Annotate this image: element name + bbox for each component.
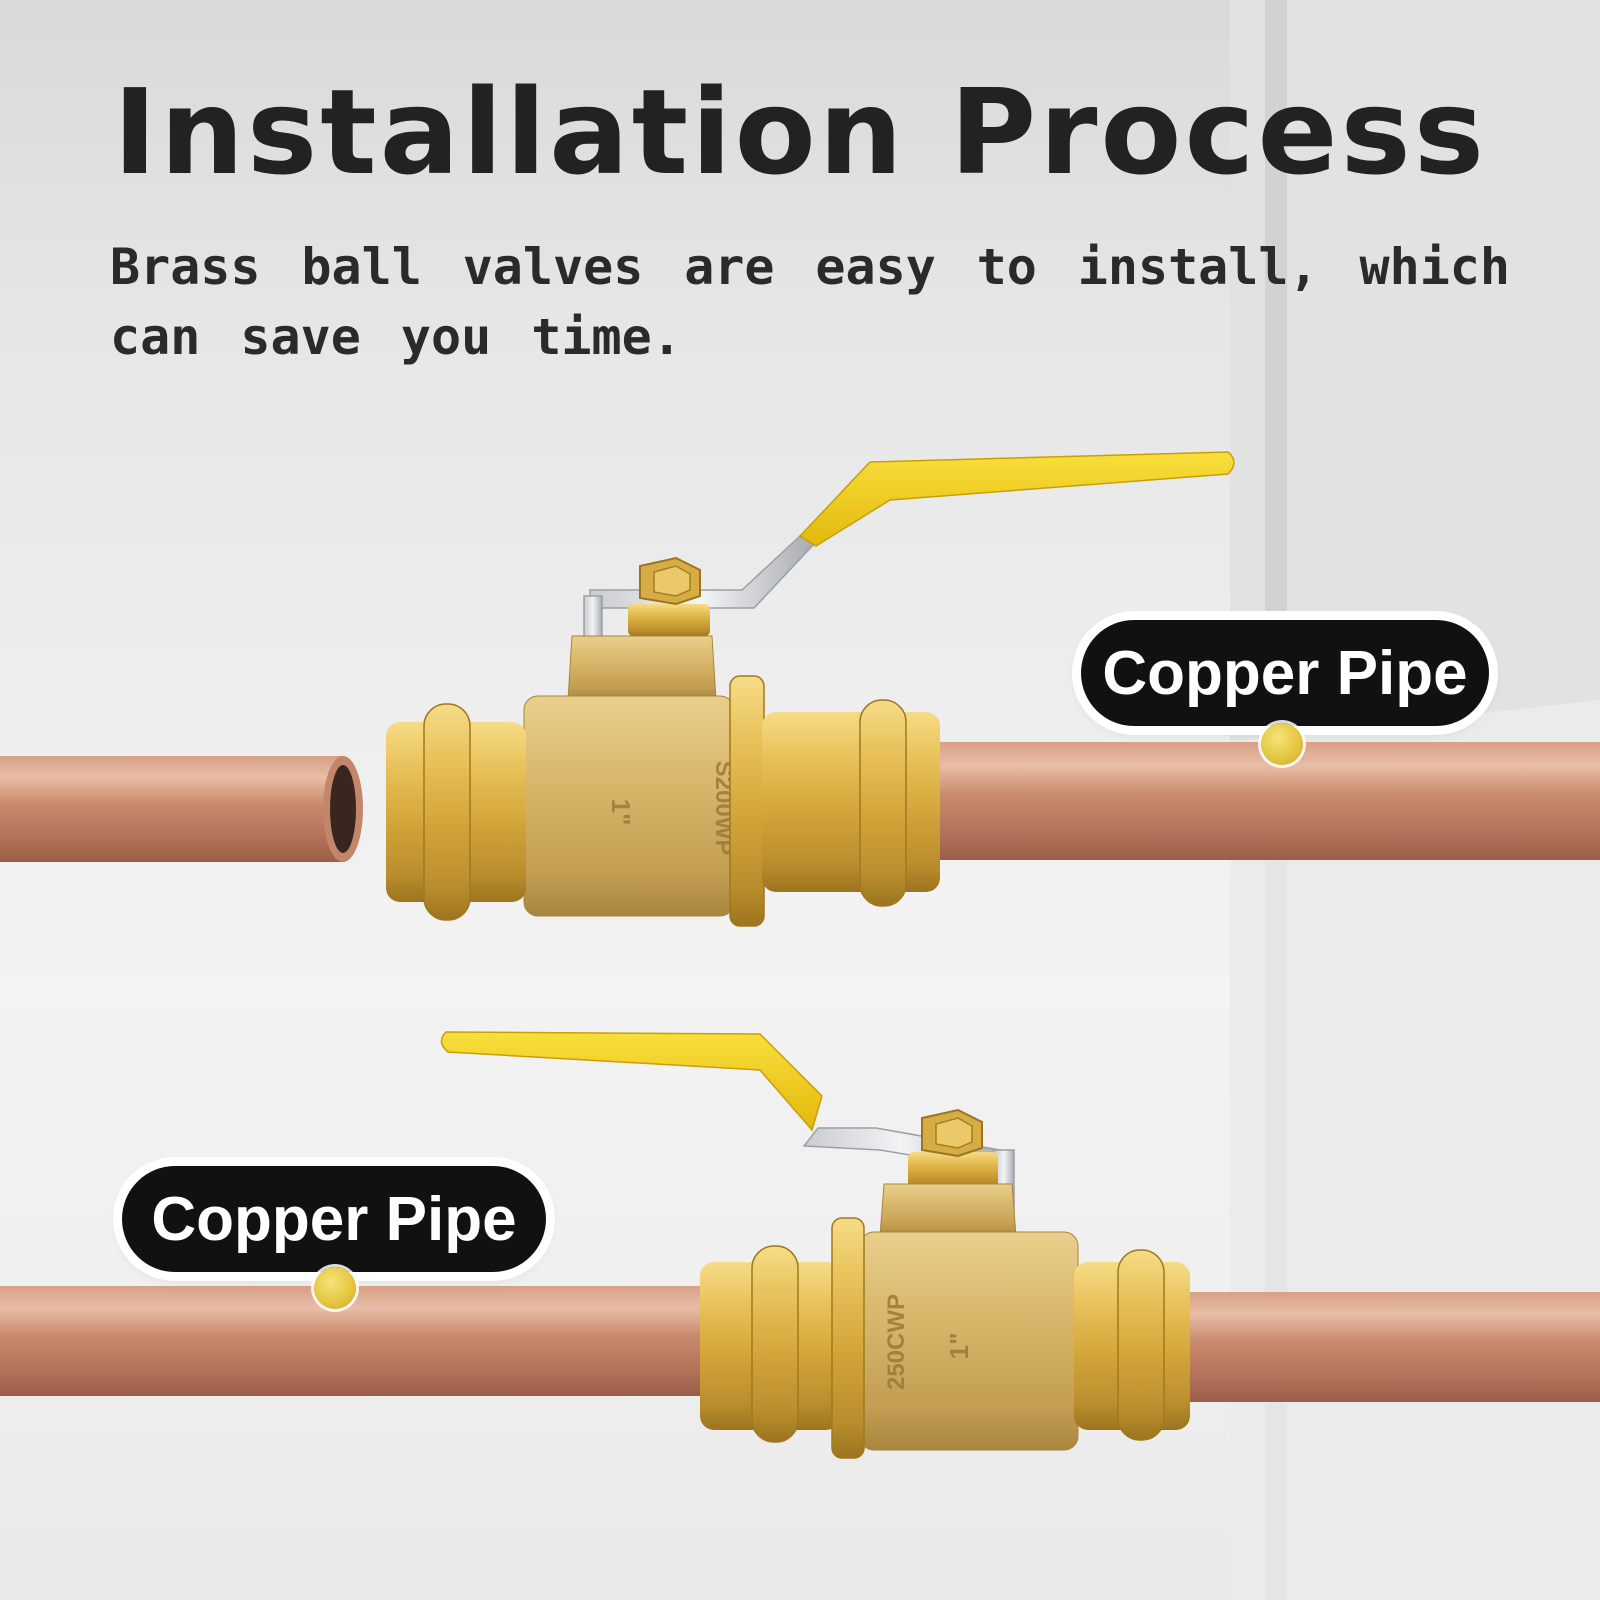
bottom-valve-stem-nut [908,1108,998,1188]
top-valve-bonnet [567,635,717,701]
bottom-left-copper-pipe [0,1286,710,1396]
copper-pipe-marker-dot-bottom [314,1267,356,1309]
bottom-valve-bonnet [879,1183,1017,1237]
copper-pipe-callout-bottom: Copper Pipe [122,1166,546,1272]
top-valve-stem-nut [628,556,710,636]
top-left-copper-pipe [0,756,363,862]
bottom-valve-left-press-end [700,1217,865,1459]
top-right-copper-pipe [930,742,1600,860]
top-valve-left-press-end [386,703,526,921]
page-title: Installation Process [113,63,1487,201]
copper-pipe-callout-top: Copper Pipe [1081,620,1489,726]
copper-pipe-marker-dot-top [1261,723,1303,765]
top-valve-right-press-end [729,675,940,927]
bottom-ball-valve: 250CWP 1" [440,1031,1190,1459]
copper-pipe-label-bottom: Copper Pipe [151,1184,517,1254]
top-ball-valve: S200WP 1" [386,451,1235,927]
bottom-assembly: 250CWP 1" [0,1031,1600,1459]
bottom-valve-right-press-end [1074,1249,1190,1441]
page-subtitle: Brass ball valves are easy to install, w… [110,238,1510,366]
top-valve-size-marking: 1" [606,799,636,826]
top-assembly: S200WP 1" [0,451,1600,927]
bottom-right-copper-pipe [1180,1292,1600,1402]
copper-pipe-label-top: Copper Pipe [1102,638,1468,708]
bottom-valve-body-marking: 250CWP [883,1294,910,1390]
bottom-valve-size-marking: 1" [944,1333,974,1360]
